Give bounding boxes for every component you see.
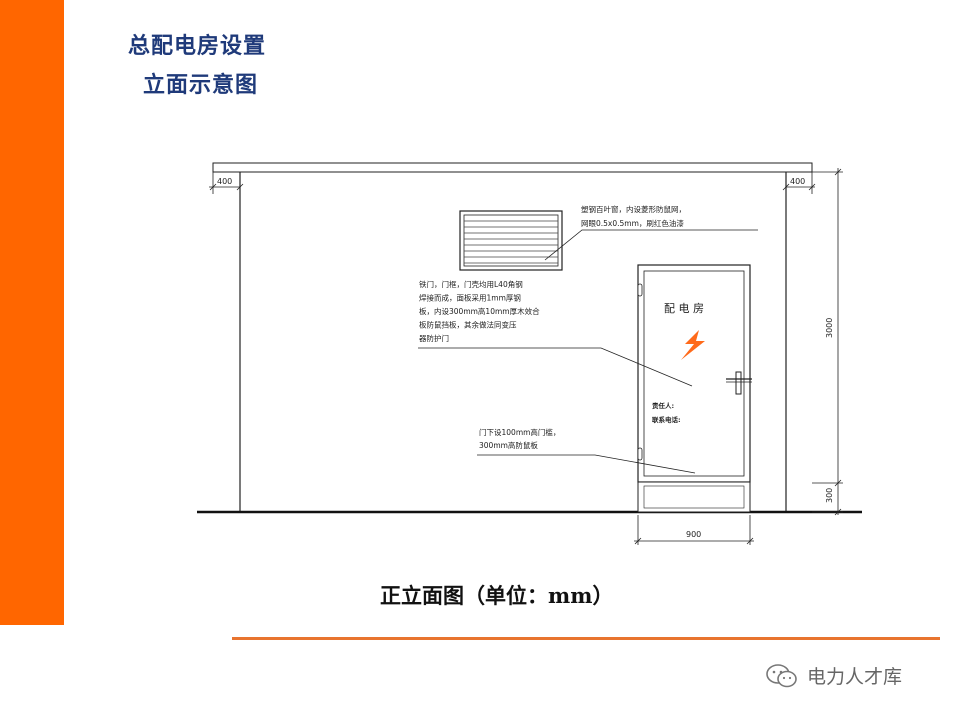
louver-note: 塑钢百叶窗，内设菱形防鼠网， 网眼0.5x0.5mm，刷红色油漆	[581, 204, 686, 228]
height-dimension	[812, 168, 843, 516]
lightning-icon	[681, 330, 705, 360]
threshold-note: 门下设100mm高门槛， 300mm高防鼠板	[479, 427, 560, 450]
note-line: 塑钢百叶窗，内设菱形防鼠网，	[581, 204, 686, 214]
note-line: 板防鼠挡板，其余做法同变压	[419, 320, 517, 330]
right-overhang-dimension	[782, 172, 816, 194]
note-line: 焊接而成，面板采用1mm厚钢	[419, 293, 521, 303]
watermark: 电力人才库	[765, 662, 902, 689]
diagram-caption: 正立面图（单位：mm）	[380, 583, 614, 608]
dim-base-text: 300	[825, 488, 834, 503]
door	[637, 264, 751, 513]
note-line: 网眼0.5x0.5mm，刷红色油漆	[581, 218, 684, 228]
responsible-label: 责任人:	[652, 401, 674, 410]
door-handle-icon	[726, 371, 752, 395]
left-overhang-dimension	[209, 172, 244, 194]
dim-right-overhang-text: 400	[790, 177, 805, 186]
note-line: 门下设100mm高门槛，	[479, 427, 560, 437]
slide-title-line1: 总配电房设置	[128, 33, 267, 59]
note-line: 铁门，门框，门壳均用L40角钢	[419, 279, 523, 289]
door-width-dimension	[634, 515, 754, 545]
roof-slab	[212, 162, 813, 173]
dim-height-text: 3000	[825, 318, 834, 338]
slide-title-line2: 立面示意图	[143, 72, 259, 98]
bottom-rule	[232, 637, 940, 640]
note-line: 300mm高防鼠板	[479, 440, 538, 450]
door-sign: 配 电 房	[664, 302, 704, 315]
note-line: 器防护门	[419, 333, 449, 343]
dim-left-overhang-text: 400	[217, 177, 232, 186]
note-line: 板，内设300mm高10mm厚木效合	[419, 306, 540, 316]
leader-lines	[418, 229, 758, 474]
dim-door-width-text: 900	[686, 530, 701, 539]
door-note: 铁门，门框，门壳均用L40角钢焊接而成，面板采用1mm厚钢板，内设300mm高1…	[419, 279, 540, 343]
contact-label: 联系电话:	[652, 415, 681, 424]
left-accent-bar	[0, 0, 64, 625]
wechat-icon	[766, 663, 797, 687]
louver-window	[459, 210, 563, 271]
watermark-text: 电力人才库	[807, 666, 903, 688]
